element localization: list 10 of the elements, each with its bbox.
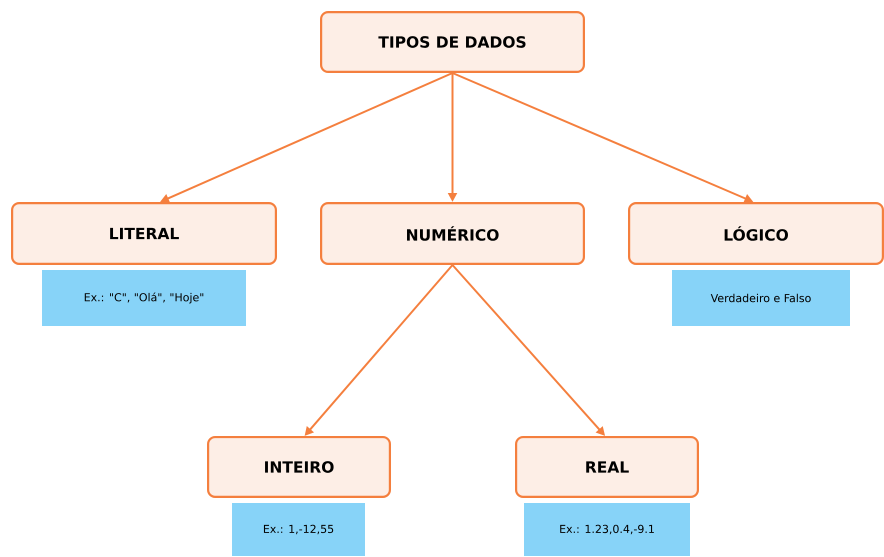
category-box: REAL	[515, 436, 699, 498]
category-box: LÓGICO	[628, 202, 884, 265]
example-box: Ex.: 1,-12,55	[232, 502, 365, 556]
example-box: Ex.: "C", "Olá", "Hoje"	[42, 270, 246, 326]
category-box: NUMÉRICO	[320, 202, 585, 265]
example-box: Verdadeiro e Falso	[672, 270, 850, 326]
example-box: Ex.: 1.23,0.4,-9.1	[524, 502, 690, 556]
category-box: LITERAL	[11, 202, 277, 265]
category-box: INTEIRO	[207, 436, 391, 498]
category-box: TIPOS DE DADOS	[320, 11, 585, 73]
